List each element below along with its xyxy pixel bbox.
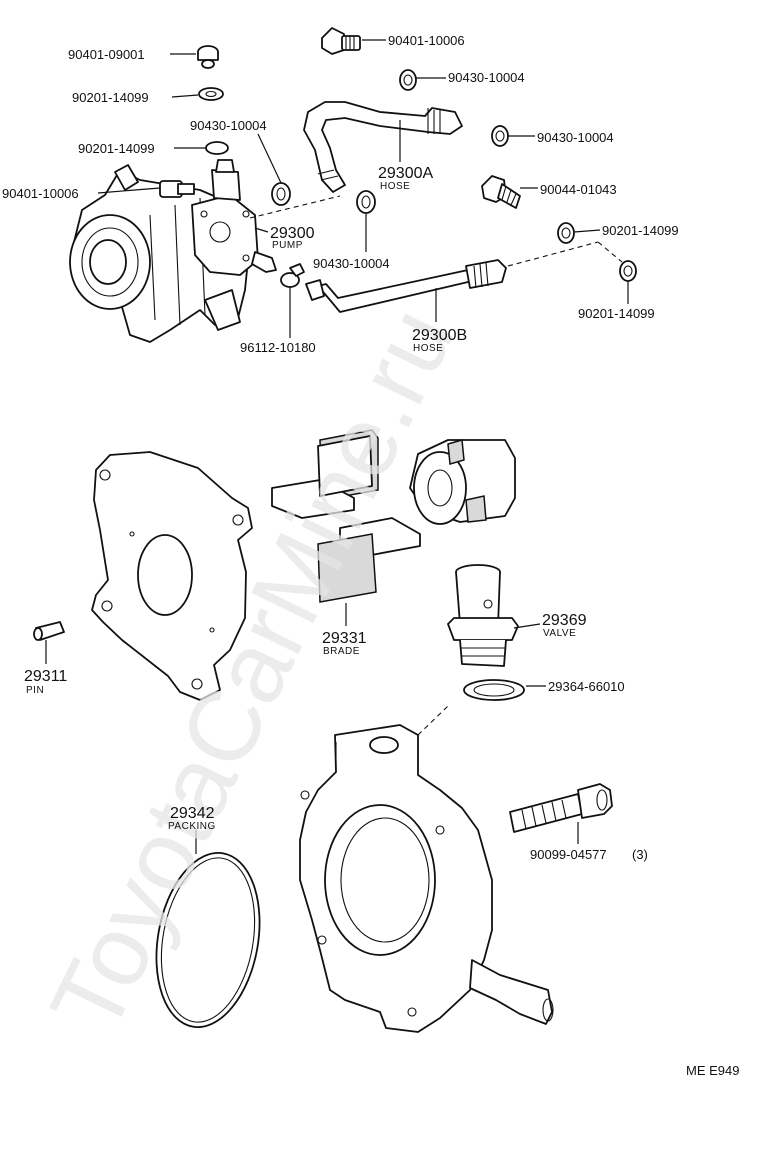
callout-90201-14099: 90201-14099 xyxy=(78,141,155,156)
callout-29331: 29331 xyxy=(322,630,367,647)
leader-lines-upper xyxy=(97,39,629,338)
washer-drawing xyxy=(198,87,224,101)
callout-29342-desc: PACKING xyxy=(168,821,216,832)
rotor-drawing xyxy=(409,439,516,525)
callout-96112-10180: 96112-10180 xyxy=(240,340,316,355)
check-valve-drawing xyxy=(447,564,519,667)
callout-90201-14099: 90201-14099 xyxy=(578,306,655,321)
callout-90201-14099: 90201-14099 xyxy=(602,223,679,238)
leader-line xyxy=(513,623,541,629)
gasket-drawing xyxy=(356,190,376,214)
callout-29300-desc: PUMP xyxy=(272,240,303,251)
callout-90430-10004: 90430-10004 xyxy=(190,118,267,133)
hose-29300b-drawing xyxy=(305,259,507,313)
callout-90401-10006: 90401-10006 xyxy=(2,186,79,201)
callout-29311: 29311 xyxy=(24,668,67,685)
callout-90430-10004: 90430-10004 xyxy=(313,256,390,271)
callout-90099-04577: 90099-04577 xyxy=(530,847,607,862)
callout-90430-10004: 90430-10004 xyxy=(448,70,525,85)
callout-90401-10006: 90401-10006 xyxy=(388,33,465,48)
cover-plate-drawing xyxy=(91,451,253,701)
callout-29300a-desc: HOSE xyxy=(380,181,410,192)
callout-29364-66010: 29364-66010 xyxy=(548,679,625,694)
washer-hole-drawing xyxy=(205,90,217,98)
union-bolt-left-drawing xyxy=(159,180,195,198)
bolt-90044-drawing xyxy=(481,175,521,209)
washer-drawing xyxy=(557,222,575,244)
packing-ring-drawing xyxy=(155,852,261,1028)
callout-90099-04577-qty: (3) xyxy=(632,847,648,862)
callout-29342: 29342 xyxy=(170,805,215,822)
callout-29331-desc: BRADE xyxy=(323,646,360,657)
blade-lower-drawing xyxy=(317,517,421,603)
gasket-drawing xyxy=(399,69,417,91)
union-bolt-top-drawing xyxy=(321,27,361,55)
pump-housing-drawing xyxy=(299,724,554,1033)
callout-29300a: 29300A xyxy=(378,165,433,182)
callout-29369-desc: VALVE xyxy=(543,628,576,639)
washer-drawing xyxy=(205,141,229,155)
connection-line xyxy=(597,241,623,263)
hose-clip-drawing xyxy=(280,263,305,288)
callout-90430-10004: 90430-10004 xyxy=(537,130,614,145)
pump-drawing xyxy=(191,159,277,276)
blade-upper-drawing xyxy=(271,429,379,519)
connection-line xyxy=(249,195,341,219)
callout-90401-09001: 90401-09001 xyxy=(68,47,145,62)
connection-line xyxy=(417,705,449,736)
gasket-drawing xyxy=(271,182,291,206)
callout-29300: 29300 xyxy=(270,225,315,242)
part-number-labels: 90401-09001 90201-14099 90201-14099 9040… xyxy=(2,33,739,1078)
callout-29369: 29369 xyxy=(542,612,587,629)
callout-90044-01043: 90044-01043 xyxy=(540,182,617,197)
figure-code: ME E949 xyxy=(686,1063,739,1078)
gasket-drawing xyxy=(491,125,509,147)
cap-plug-drawing xyxy=(197,45,219,69)
pin-drawing xyxy=(33,621,65,641)
callout-29300b-desc: HOSE xyxy=(413,343,443,354)
callout-29311-desc: PIN xyxy=(26,685,44,696)
washer-drawing xyxy=(619,260,637,282)
callout-29300b: 29300B xyxy=(412,327,467,344)
connection-line xyxy=(507,241,599,267)
hose-29300a-drawing xyxy=(303,101,463,193)
callout-90201-14099: 90201-14099 xyxy=(72,90,149,105)
valve-gasket-drawing xyxy=(463,679,525,701)
socket-bolt-drawing xyxy=(509,783,613,833)
